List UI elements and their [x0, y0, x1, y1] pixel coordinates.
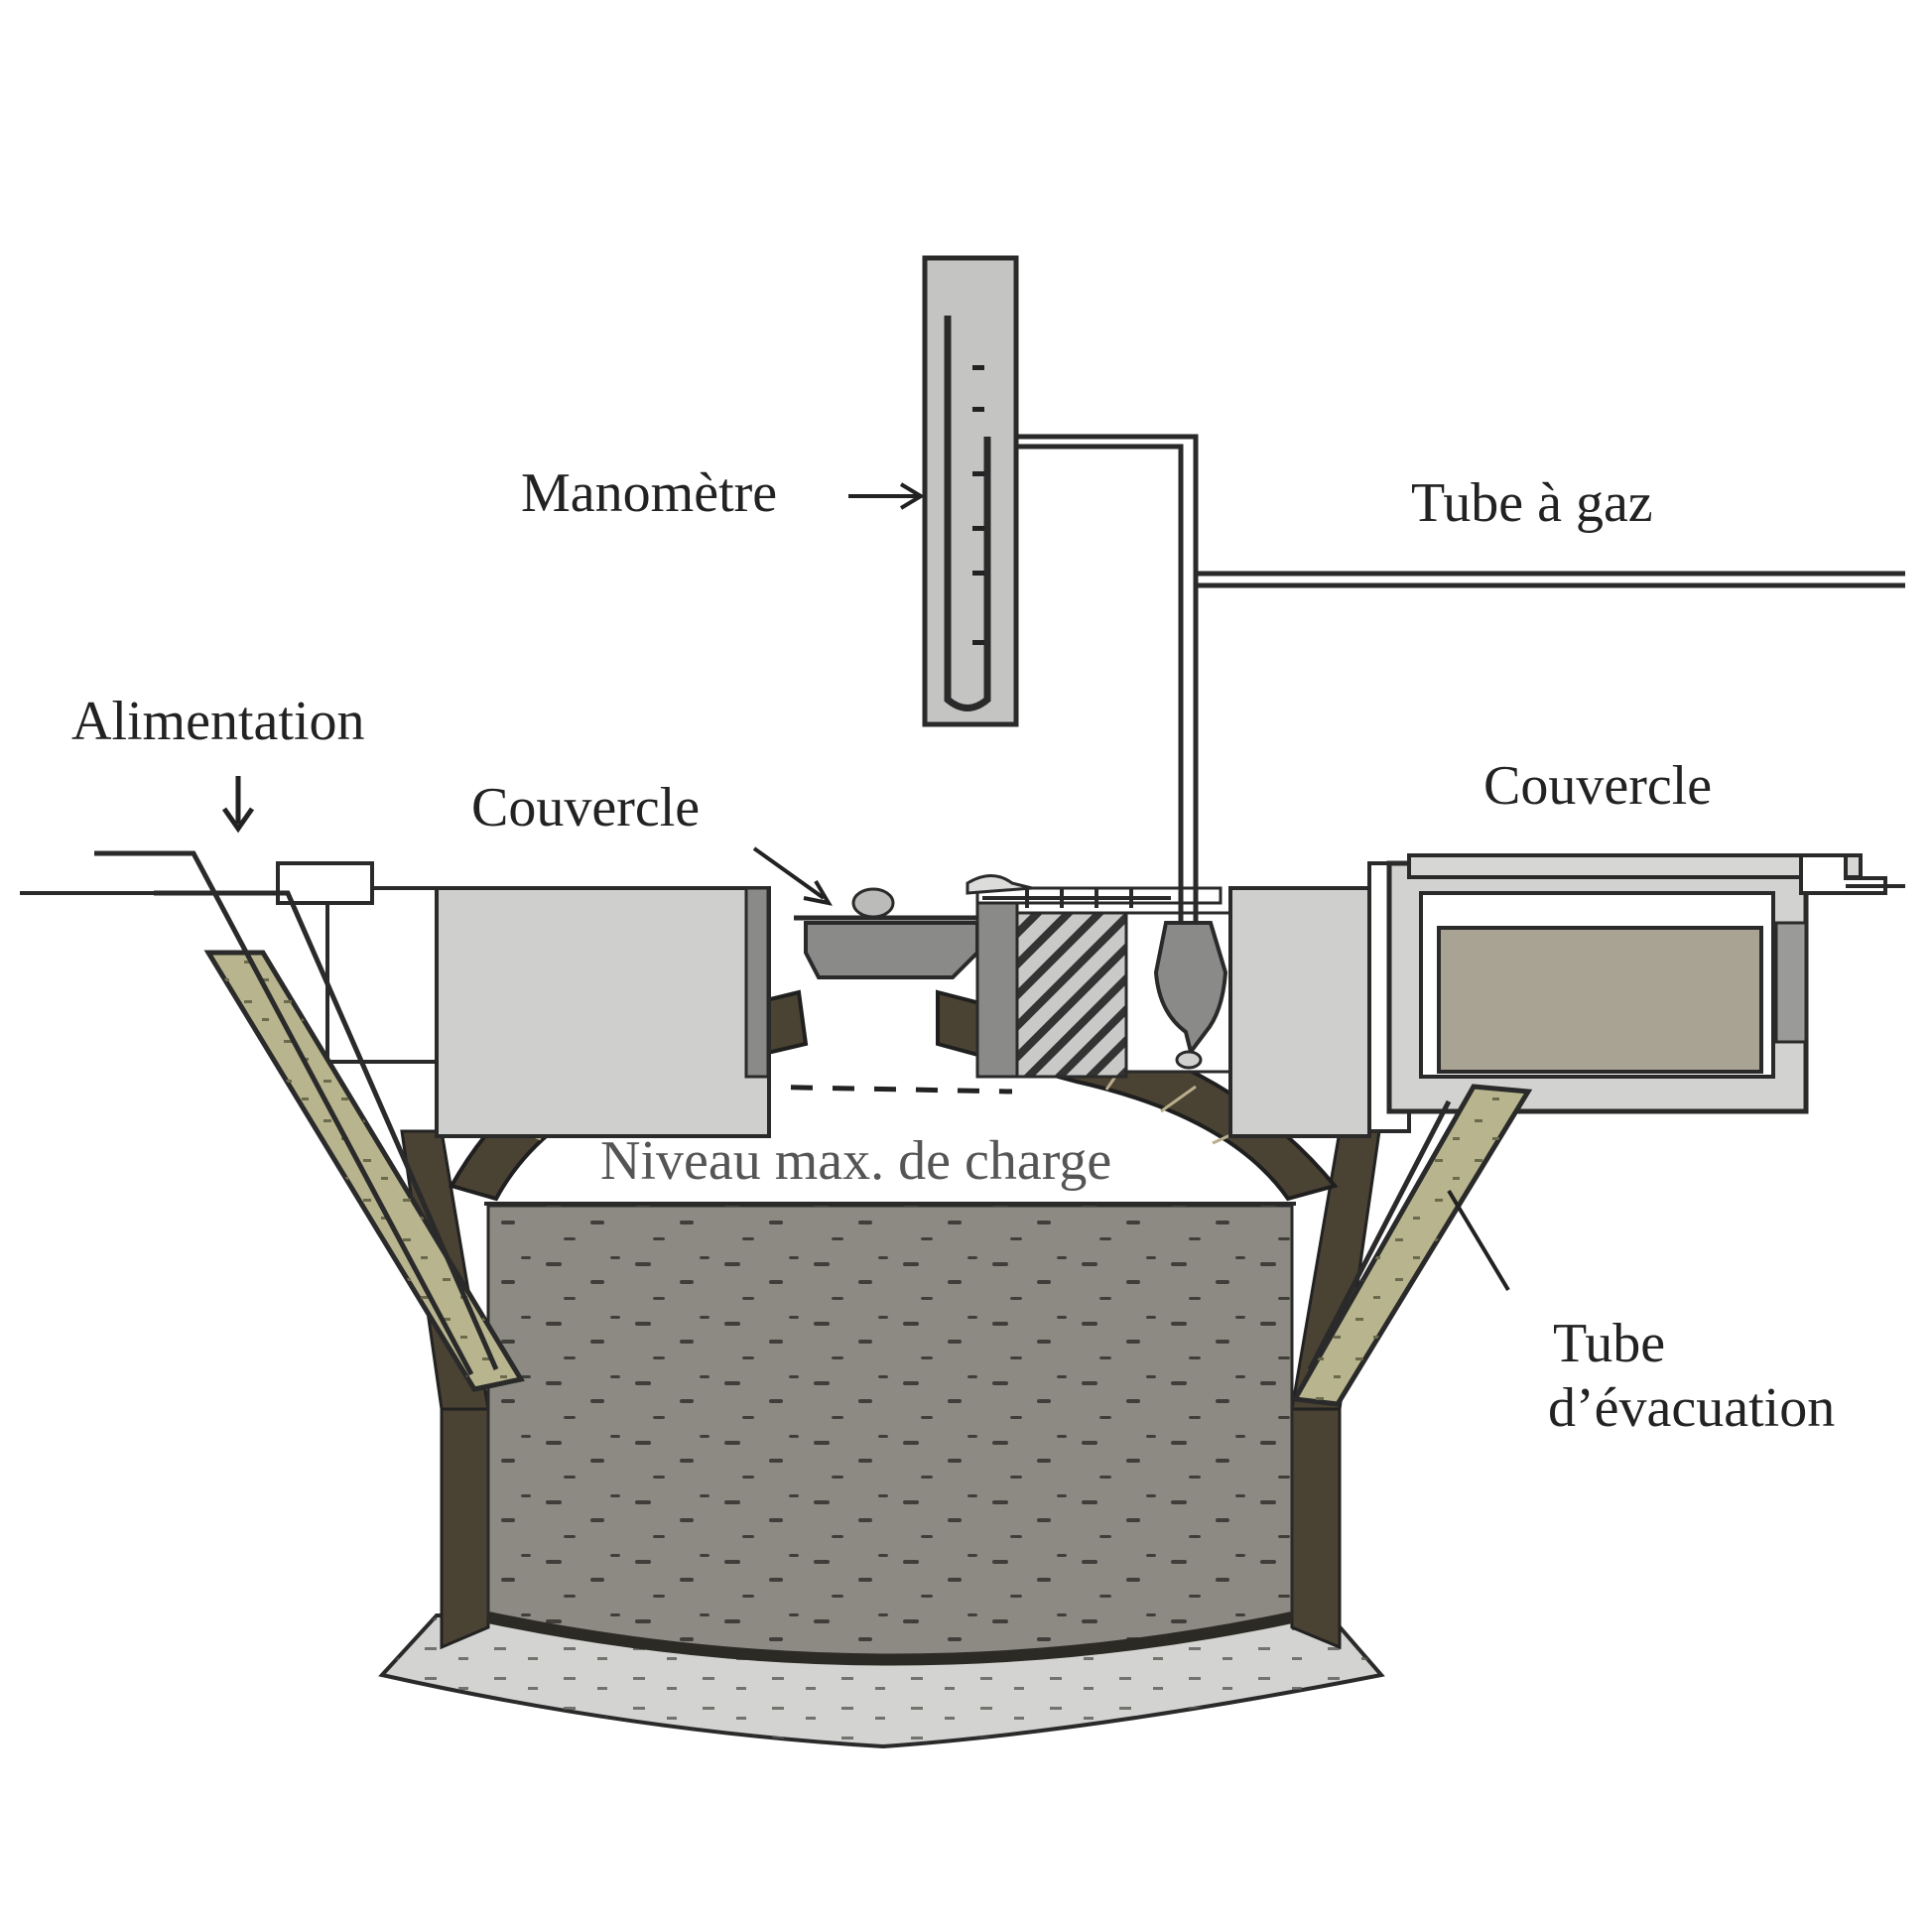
condensation-trap [1153, 921, 1228, 1057]
outlet-pointer-line [1447, 1189, 1510, 1292]
label-tube-evacuation-line2: d’évacuation [1548, 1377, 1835, 1439]
left-brick-wall [440, 1407, 490, 1650]
gas-pipe [987, 434, 1905, 923]
label-niveau-max: Niveau max. de charge [600, 1130, 1111, 1192]
feed-arrow-icon [221, 776, 255, 834]
manometer-board [922, 255, 1019, 727]
label-manometre: Manomètre [521, 462, 777, 524]
label-tube-gaz: Tube à gaz [1411, 472, 1653, 534]
label-tube-evacuation-line1: Tube [1553, 1313, 1665, 1374]
label-couvercle-right: Couvercle [1483, 755, 1712, 817]
hatched-block [1015, 911, 1128, 1079]
outlet-lid [1407, 853, 1863, 879]
bottom-brick-lining [486, 1611, 1294, 1666]
right-brick-wall [1290, 1407, 1342, 1650]
inlet-chamber [276, 861, 374, 905]
label-couvercle-center: Couvercle [471, 777, 700, 838]
lid-handle [851, 887, 895, 919]
central-lid [804, 921, 979, 979]
dashed-level-line [748, 1084, 1013, 1095]
outlet-tank-slurry [1437, 926, 1763, 1074]
manometer-pointer-arrow-icon [848, 482, 925, 510]
label-alimentation: Alimentation [71, 691, 365, 752]
left-wall-block [435, 886, 771, 1138]
right-wall-block [1228, 886, 1371, 1138]
lid-pointer-arrow-icon [752, 846, 834, 906]
manometer-ticks [972, 365, 984, 645]
manometer-u-tube [944, 316, 991, 711]
right-pillar [975, 901, 1019, 1079]
